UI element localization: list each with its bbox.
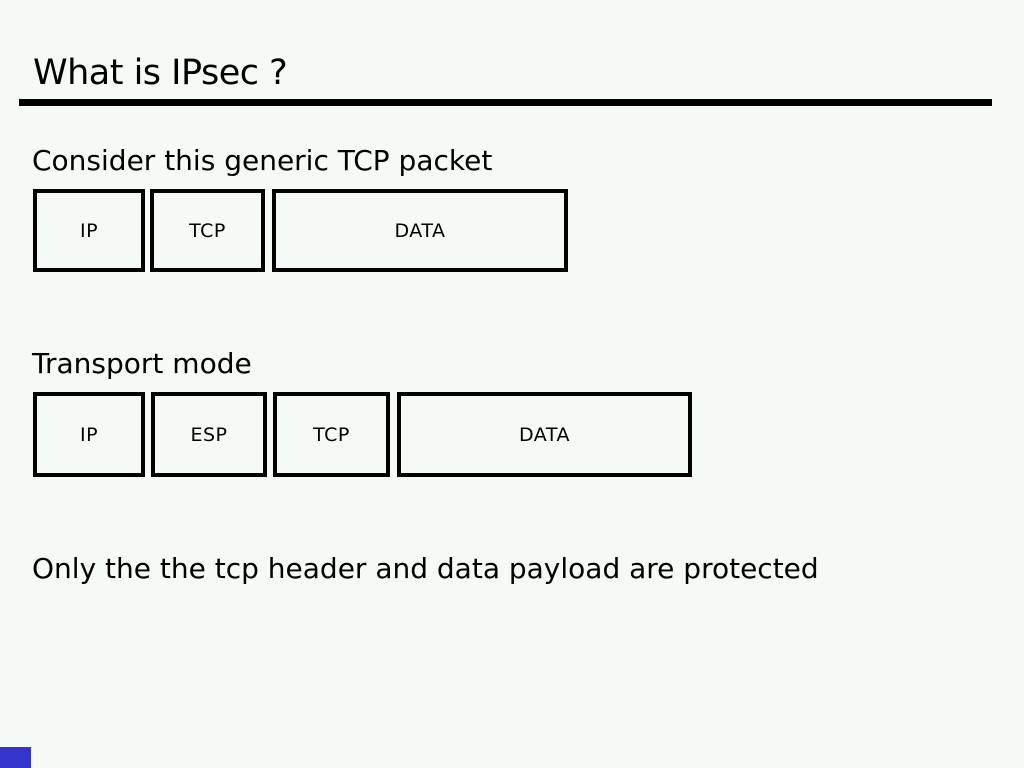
caption-generic-packet: Consider this generic TCP packet [32, 144, 493, 177]
caption-transport-mode: Transport mode [32, 347, 252, 380]
packet-box-label-esp: ESP [190, 423, 228, 446]
transport-packet-box-data: DATA [397, 392, 692, 477]
packet-box-label-tcp: TCP [189, 219, 226, 242]
packet-box-label-data: DATA [519, 423, 570, 446]
slide-title: What is IPsec ? [33, 53, 288, 93]
generic-packet-box-ip: IP [33, 189, 145, 272]
packet-box-label-ip: IP [79, 423, 99, 446]
corner-marker [0, 747, 31, 768]
transport-packet-box-tcp: TCP [273, 392, 390, 477]
packet-box-label-data: DATA [394, 219, 446, 242]
generic-packet-box-tcp: TCP [150, 189, 265, 272]
packet-box-label-tcp: TCP [313, 423, 350, 446]
generic-packet-box-data: DATA [272, 189, 568, 272]
packet-box-label-ip: IP [79, 219, 99, 242]
transport-packet-box-esp: ESP [151, 392, 267, 477]
title-underline-rule [19, 99, 992, 106]
transport-packet-box-ip: IP [33, 392, 145, 477]
footnote-protection-text: Only the the tcp header and data payload… [32, 552, 819, 585]
